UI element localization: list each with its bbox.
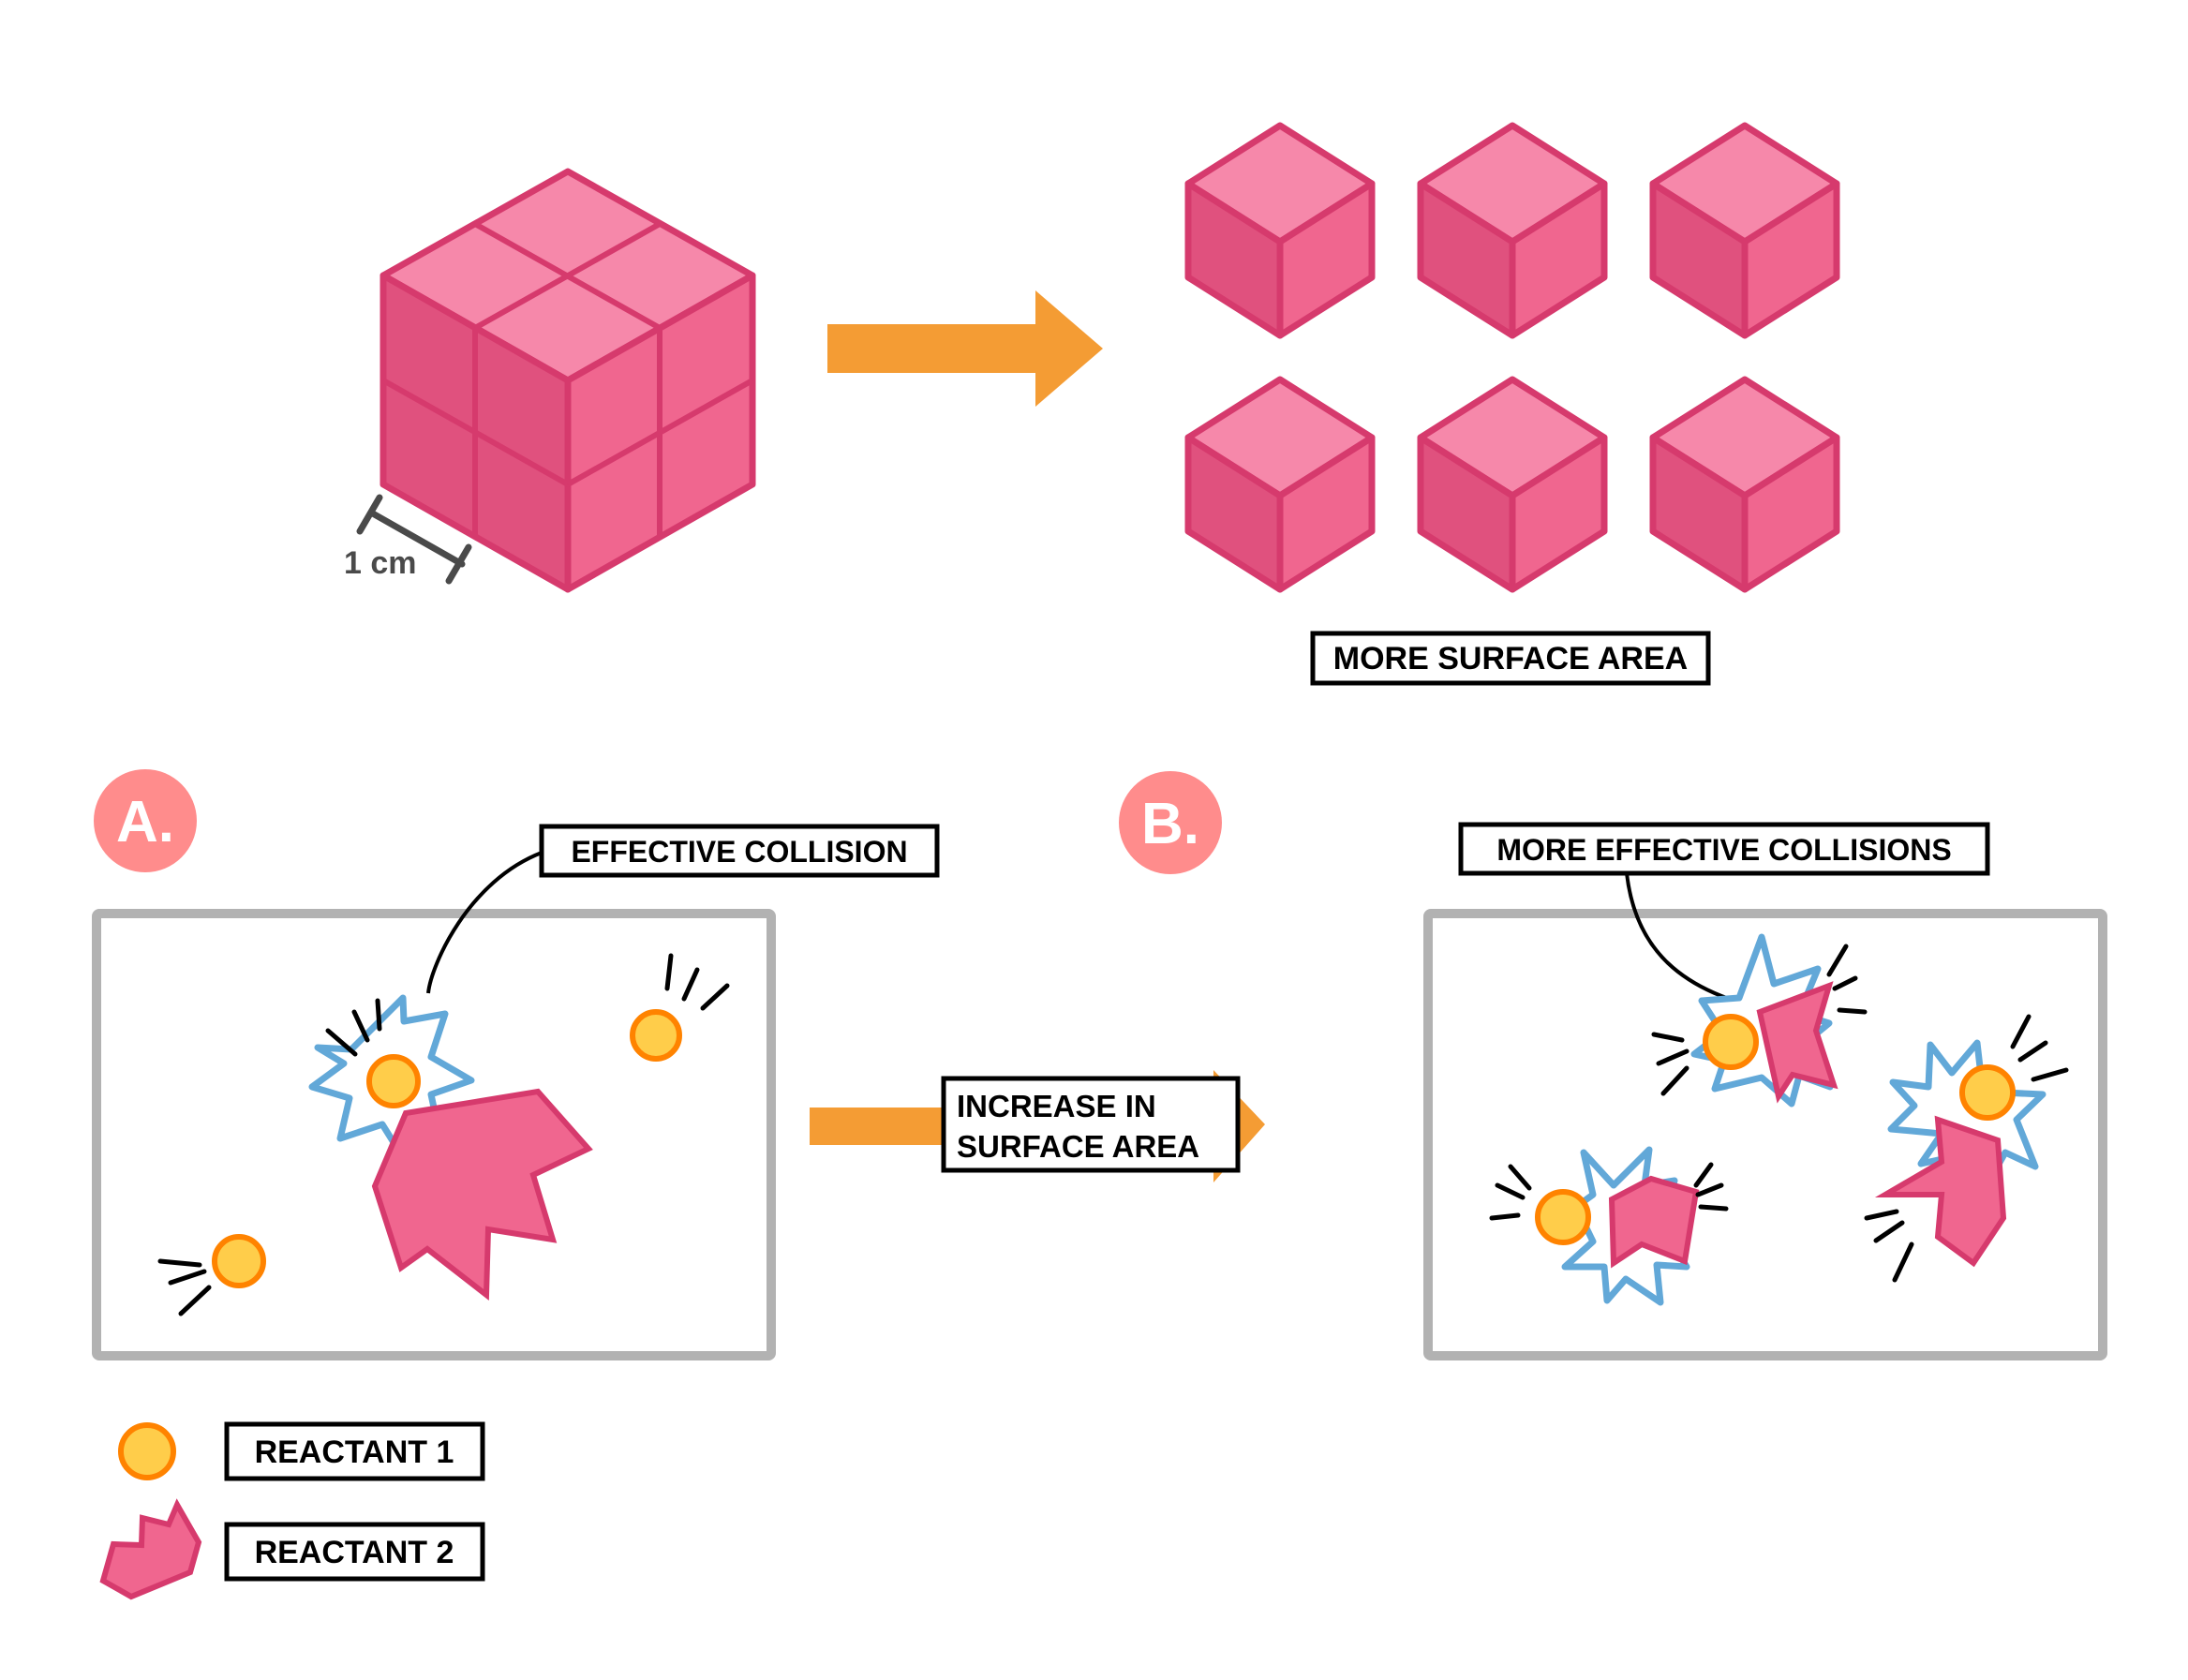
panel-a: A. EFFECTIVE COLLISION (92, 769, 940, 1360)
motion-lines-icon (1864, 1014, 2069, 1283)
small-cube-right-face (1741, 180, 1840, 339)
small-cube-right-face (1509, 180, 1608, 339)
reactant-1-circle-icon (212, 1234, 266, 1288)
small-cube-right-face (1276, 434, 1376, 593)
reactant-2-shard-icon (371, 1088, 593, 1301)
more-surface-area-label: MORE SURFACE AREA (1310, 631, 1711, 686)
reactant-1-circle-icon (1535, 1189, 1591, 1245)
small-cube-right-face (1509, 434, 1608, 593)
collision-group (1651, 933, 1868, 1108)
more-surface-area-text: MORE SURFACE AREA (1333, 641, 1688, 676)
reactant-1-circle-icon (1703, 1014, 1759, 1070)
transition-label-line2: SURFACE AREA (957, 1129, 1199, 1164)
reactant-1-circle-icon (630, 1009, 682, 1062)
top-arrow-icon (827, 290, 1103, 407)
small-cube (1649, 122, 1840, 339)
small-cube-right-face (1276, 180, 1376, 339)
transition-label-line1: INCREASE IN (957, 1089, 1156, 1123)
motion-lines-icon (1489, 1162, 1729, 1221)
panel-a-badge (94, 769, 197, 872)
dimension-label: 1 cm (344, 545, 417, 581)
motion-lines-icon (664, 953, 730, 1011)
small-cube-right-face (1741, 434, 1840, 593)
collision-group (1489, 1146, 1729, 1306)
collision-group (1864, 1014, 2069, 1283)
motion-lines-icon (157, 1258, 212, 1316)
small-cube (1184, 376, 1376, 593)
legend-item-reactant-2: REACTANT 2 (99, 1498, 485, 1600)
more-effective-collisions-callout: MORE EFFECTIVE COLLISIONS (1458, 822, 1990, 1014)
small-cube (1649, 376, 1840, 593)
panel-b-badge (1119, 771, 1222, 874)
reactant-2-shard-icon (1874, 1115, 2007, 1268)
small-cube (1417, 122, 1608, 339)
small-cubes-grid (1184, 122, 1840, 593)
legend: REACTANT 1 REACTANT 2 (99, 1421, 485, 1600)
reactant-2-shard-icon (1756, 981, 1838, 1104)
legend-label-reactant-2: REACTANT 2 (255, 1535, 454, 1570)
small-cube (1417, 376, 1608, 593)
legend-item-reactant-1: REACTANT 1 (118, 1421, 485, 1481)
panel-b: B. MORE EFFECTIVE COLLISIONS (1119, 771, 2107, 1360)
more-effective-collisions-text: MORE EFFECTIVE COLLISIONS (1496, 833, 1951, 867)
effective-collision-text: EFFECTIVE COLLISION (571, 835, 907, 869)
callout-leader-line (426, 851, 543, 994)
reactant-1-circle-icon (366, 1054, 421, 1108)
reactant-1-circle-icon (1959, 1064, 2016, 1121)
dimension-marker (356, 494, 472, 585)
reactant-2-shard-icon (1608, 1175, 1700, 1269)
reactant-1-circle-icon (118, 1422, 176, 1480)
increase-surface-area-arrow: INCREASE IN SURFACE AREA (810, 1070, 1265, 1182)
legend-label-reactant-1: REACTANT 1 (255, 1435, 454, 1470)
reactant-2-shard-icon (99, 1498, 202, 1600)
small-cube (1184, 122, 1376, 339)
large-cube-grid-lines (381, 221, 754, 537)
panel-a-badge-text: A. (116, 790, 174, 855)
large-cube (380, 168, 756, 593)
motion-lines-icon (325, 998, 382, 1057)
motion-lines-icon (1651, 944, 1868, 1096)
panel-b-badge-text: B. (1141, 792, 1199, 856)
effective-collision-callout: EFFECTIVE COLLISION (426, 824, 940, 994)
